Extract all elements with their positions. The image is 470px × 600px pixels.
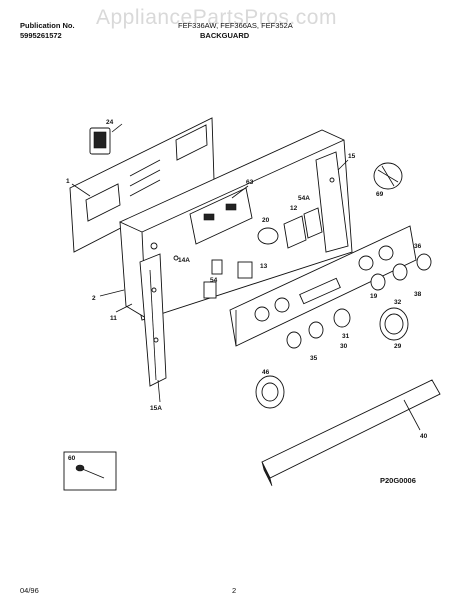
page-number: 2 [232,586,237,595]
callout-32: 32 [394,299,402,306]
callout-63: 63 [246,179,254,186]
infinite-switches [203,207,323,299]
callout-31: 31 [342,333,350,340]
callout-36: 36 [414,243,422,250]
callout-20: 20 [262,217,270,224]
callout-30: 30 [340,343,348,350]
publication-number: 5995261572 [20,31,62,40]
callout-54a: 54A [298,195,310,202]
leader-lines [71,159,421,431]
callout-24: 24 [106,119,114,126]
right-end-bracket [315,151,349,253]
callout-46: 46 [262,369,270,376]
callout-15a: 15A [150,405,162,412]
callout-35: 35 [310,355,318,362]
callout-54: 54 [210,277,218,284]
callout-69: 69 [376,191,384,198]
callout-15: 15 [348,153,356,160]
control-panel [229,225,417,347]
watermark: AppliancePartsPros.com [96,6,337,29]
screw [373,162,403,190]
callout-1: 1 [66,178,70,185]
screw-60 [63,451,117,491]
callout-19: 19 [370,293,378,300]
callout-11: 11 [110,315,117,322]
callout-29: 29 [394,343,402,350]
callout-12: 12 [290,205,298,212]
callout-60: 60 [68,455,76,462]
clock-module [189,187,253,245]
section-title: BACKGUARD [200,31,250,40]
callout-2: 2 [92,295,96,302]
model-list: FEF336AW, FEF366AS, FEF352A [178,21,293,30]
footer-date: 04/96 [20,586,39,595]
timer-knob [255,375,285,409]
rocker-switch [89,123,123,155]
clock-knob [379,307,409,341]
indicator-ring [257,227,279,245]
callout-38: 38 [414,291,422,298]
callout-13: 13 [260,263,268,270]
callout-40: 40 [420,433,428,440]
trim-strip [261,379,441,487]
part-callouts: 1 2 11 12 13 14A 15 15A 19 20 24 29 30 3… [66,119,428,462]
callout-14a: 14A [178,257,190,264]
diagram-code: P20G0006 [380,476,416,485]
left-end-bracket [139,253,167,387]
control-knobs [286,253,432,349]
publication-label: Publication No. [20,21,75,30]
